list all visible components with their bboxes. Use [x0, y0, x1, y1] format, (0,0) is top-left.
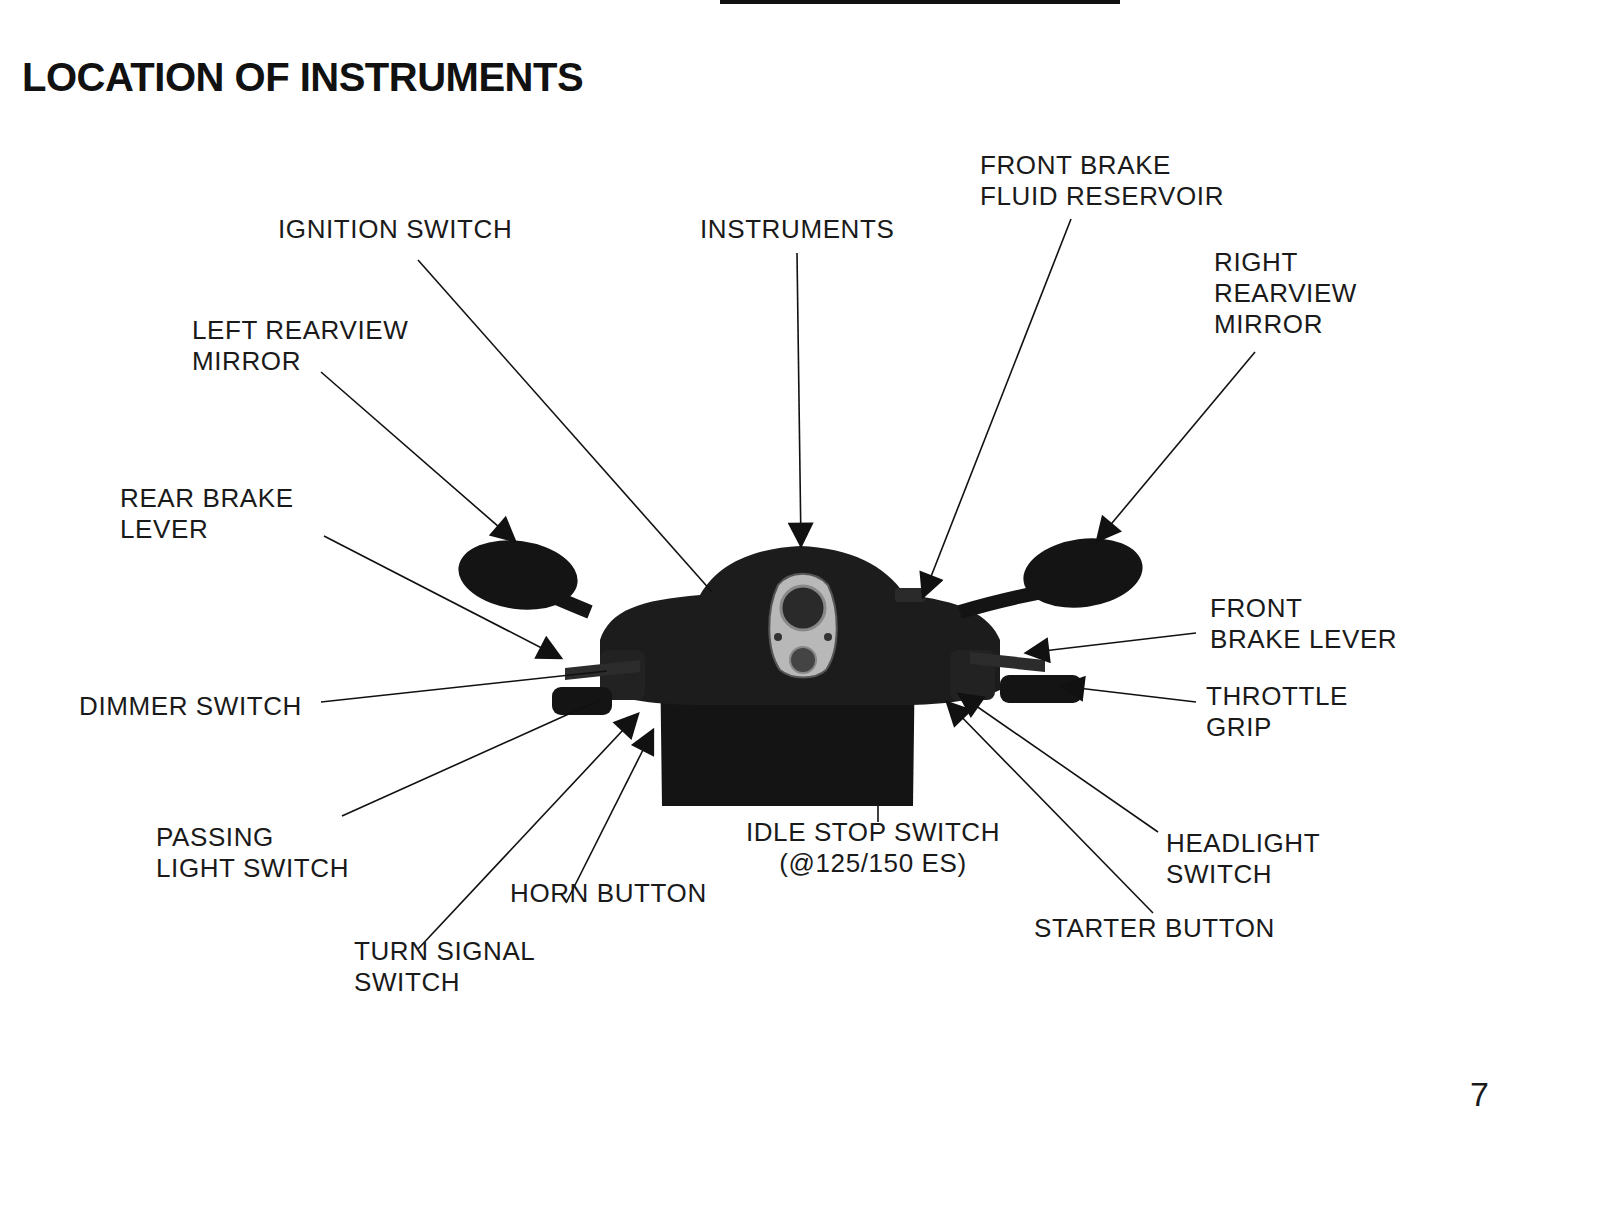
label-line: RIGHT: [1214, 247, 1357, 278]
leader-line: [959, 694, 1158, 832]
callout-label: FRONT BRAKE FLUID RESERVOIR: [980, 150, 1224, 212]
leader-line: [321, 372, 515, 541]
label-line: LIGHT SWITCH: [156, 853, 349, 884]
leader-line: [1061, 686, 1196, 702]
gauge: [790, 647, 816, 673]
label-line: HORN BUTTON: [510, 878, 707, 909]
label-line: BRAKE LEVER: [1210, 624, 1397, 655]
leader-line: [797, 253, 801, 546]
leader-line: [418, 260, 712, 592]
label-line: 7: [1470, 1074, 1490, 1115]
leader-lines: [321, 219, 1255, 949]
callout-label: HORN BUTTON: [510, 878, 707, 909]
page-number: 7: [1470, 1074, 1490, 1115]
label-line: THROTTLE: [1206, 681, 1348, 712]
label-line: FLUID RESERVOIR: [980, 181, 1224, 212]
label-line: DIMMER SWITCH: [79, 691, 302, 722]
callout-label: STARTER BUTTON: [1034, 913, 1275, 944]
leader-line: [923, 219, 1071, 597]
header-rule: [720, 0, 1120, 4]
label-line: TURN SIGNAL: [354, 936, 535, 967]
label-line: REAR BRAKE: [120, 483, 294, 514]
leader-line: [321, 671, 607, 702]
speedometer: [781, 586, 825, 630]
label-line: SWITCH: [1166, 859, 1320, 890]
label-line: MIRROR: [192, 346, 408, 377]
label-line: GRIP: [1206, 712, 1348, 743]
right-mirror: [1019, 531, 1147, 615]
label-line: PASSING: [156, 822, 349, 853]
callout-label: HEADLIGHT SWITCH: [1166, 828, 1320, 890]
callout-label: IGNITION SWITCH: [278, 214, 512, 245]
label-line: IGNITION SWITCH: [278, 214, 512, 245]
callout-label: REAR BRAKE LEVER: [120, 483, 294, 545]
label-line: INSTRUMENTS: [700, 214, 894, 245]
leader-line: [566, 730, 653, 903]
label-line: HEADLIGHT: [1166, 828, 1320, 859]
handlebar-cover: [600, 546, 1000, 705]
brake-reservoir: [895, 588, 925, 602]
leader-line: [418, 714, 638, 949]
label-line: SWITCH: [354, 967, 535, 998]
left-mirror: [454, 533, 582, 617]
leader-line: [342, 699, 602, 816]
callout-label: TURN SIGNAL SWITCH: [354, 936, 535, 998]
indicator: [824, 633, 832, 641]
label-line: (@125/150 ES): [737, 848, 1009, 879]
label-line: MIRROR: [1214, 309, 1357, 340]
instrument-cluster: [769, 574, 837, 678]
label-line: LEFT REARVIEW: [192, 315, 408, 346]
callout-label: PASSING LIGHT SWITCH: [156, 822, 349, 884]
callout-label: INSTRUMENTS: [700, 214, 894, 245]
callout-label: LEFT REARVIEW MIRROR: [192, 315, 408, 377]
leader-line: [324, 536, 561, 658]
callout-label: RIGHT REARVIEW MIRROR: [1214, 247, 1357, 340]
callout-label: FRONT BRAKE LEVER: [1210, 593, 1397, 655]
callout-label: THROTTLE GRIP: [1206, 681, 1348, 743]
throttle-grip: [1000, 675, 1082, 703]
label-line: LEVER: [120, 514, 294, 545]
label-line: FRONT: [1210, 593, 1397, 624]
page-title: LOCATION OF INSTRUMENTS: [22, 55, 583, 100]
leader-line: [1097, 352, 1255, 541]
label-line: STARTER BUTTON: [1034, 913, 1275, 944]
label-line: IDLE STOP SWITCH: [737, 817, 1009, 848]
rear-brake-lever: [565, 660, 640, 680]
indicator: [774, 633, 782, 641]
callout-label: IDLE STOP SWITCH (@125/150 ES): [737, 817, 1009, 879]
leader-line: [1026, 633, 1196, 653]
label-line: REARVIEW: [1214, 278, 1357, 309]
callout-label: DIMMER SWITCH: [79, 691, 302, 722]
left-grip: [552, 687, 612, 715]
label-line: FRONT BRAKE: [980, 150, 1224, 181]
front-brake-lever: [970, 652, 1045, 672]
